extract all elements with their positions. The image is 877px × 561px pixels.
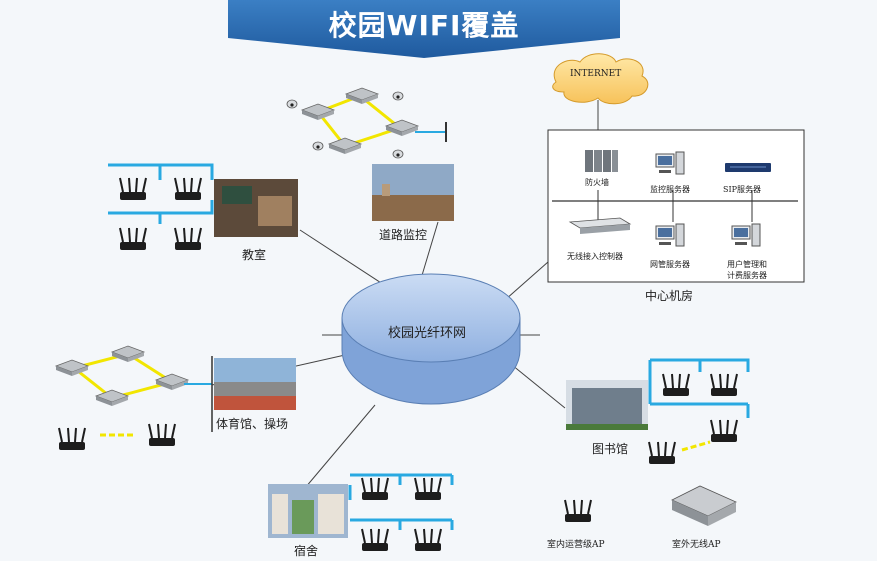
campus-fiber-ring-hub xyxy=(341,273,521,405)
outdoor-ap-label: 室外无线AP xyxy=(672,540,721,550)
sip-server-label: SIP服务器 xyxy=(723,185,762,194)
datacenter-label: 中心机房 xyxy=(645,289,694,303)
road-monitoring-label: 道路监控 xyxy=(379,228,428,242)
nms-server-label: 网管服务器 xyxy=(650,260,690,269)
title-banner xyxy=(228,0,620,58)
wireless-controller-icon xyxy=(568,217,632,234)
sip-server-icon xyxy=(725,163,771,172)
datacenter-box xyxy=(547,129,805,283)
classroom-label: 教室 xyxy=(242,248,267,262)
indoor-ap-label: 室内运营级AP xyxy=(547,540,605,550)
wlc-label: 无线接入控制器 xyxy=(567,252,623,261)
billing-server-label-1: 用户管理和 xyxy=(727,260,767,269)
classroom-group xyxy=(108,163,298,251)
firewall-label: 防火墙 xyxy=(585,178,609,187)
monitor-server-icon xyxy=(655,151,685,175)
internet-cloud xyxy=(552,53,649,105)
camera-icon xyxy=(392,149,404,159)
internet-label: INTERNET xyxy=(570,69,622,79)
road-monitoring-group xyxy=(286,87,454,221)
billing-server-label-2: 计费服务器 xyxy=(727,271,767,280)
hub-label: 校园光纤环网 xyxy=(388,326,467,341)
camera-icon xyxy=(286,99,298,109)
dorm-label: 宿舍 xyxy=(294,544,319,558)
library-label: 图书馆 xyxy=(592,442,629,456)
camera-icon xyxy=(312,141,324,151)
indoor-ap-icon xyxy=(564,499,592,523)
camera-icon xyxy=(392,91,404,101)
firewall-icon xyxy=(585,150,618,172)
monitor-server-label: 监控服务器 xyxy=(650,185,690,194)
nms-server-icon xyxy=(655,223,685,247)
billing-server-icon xyxy=(731,223,761,247)
stadium-group xyxy=(55,345,296,451)
dorm-group xyxy=(268,473,454,552)
stadium-label: 体育馆、操场 xyxy=(216,417,289,431)
outdoor-ap-icon xyxy=(671,485,737,526)
library-group xyxy=(566,358,750,465)
page-title: 校园WIFI覆盖 xyxy=(328,9,520,42)
